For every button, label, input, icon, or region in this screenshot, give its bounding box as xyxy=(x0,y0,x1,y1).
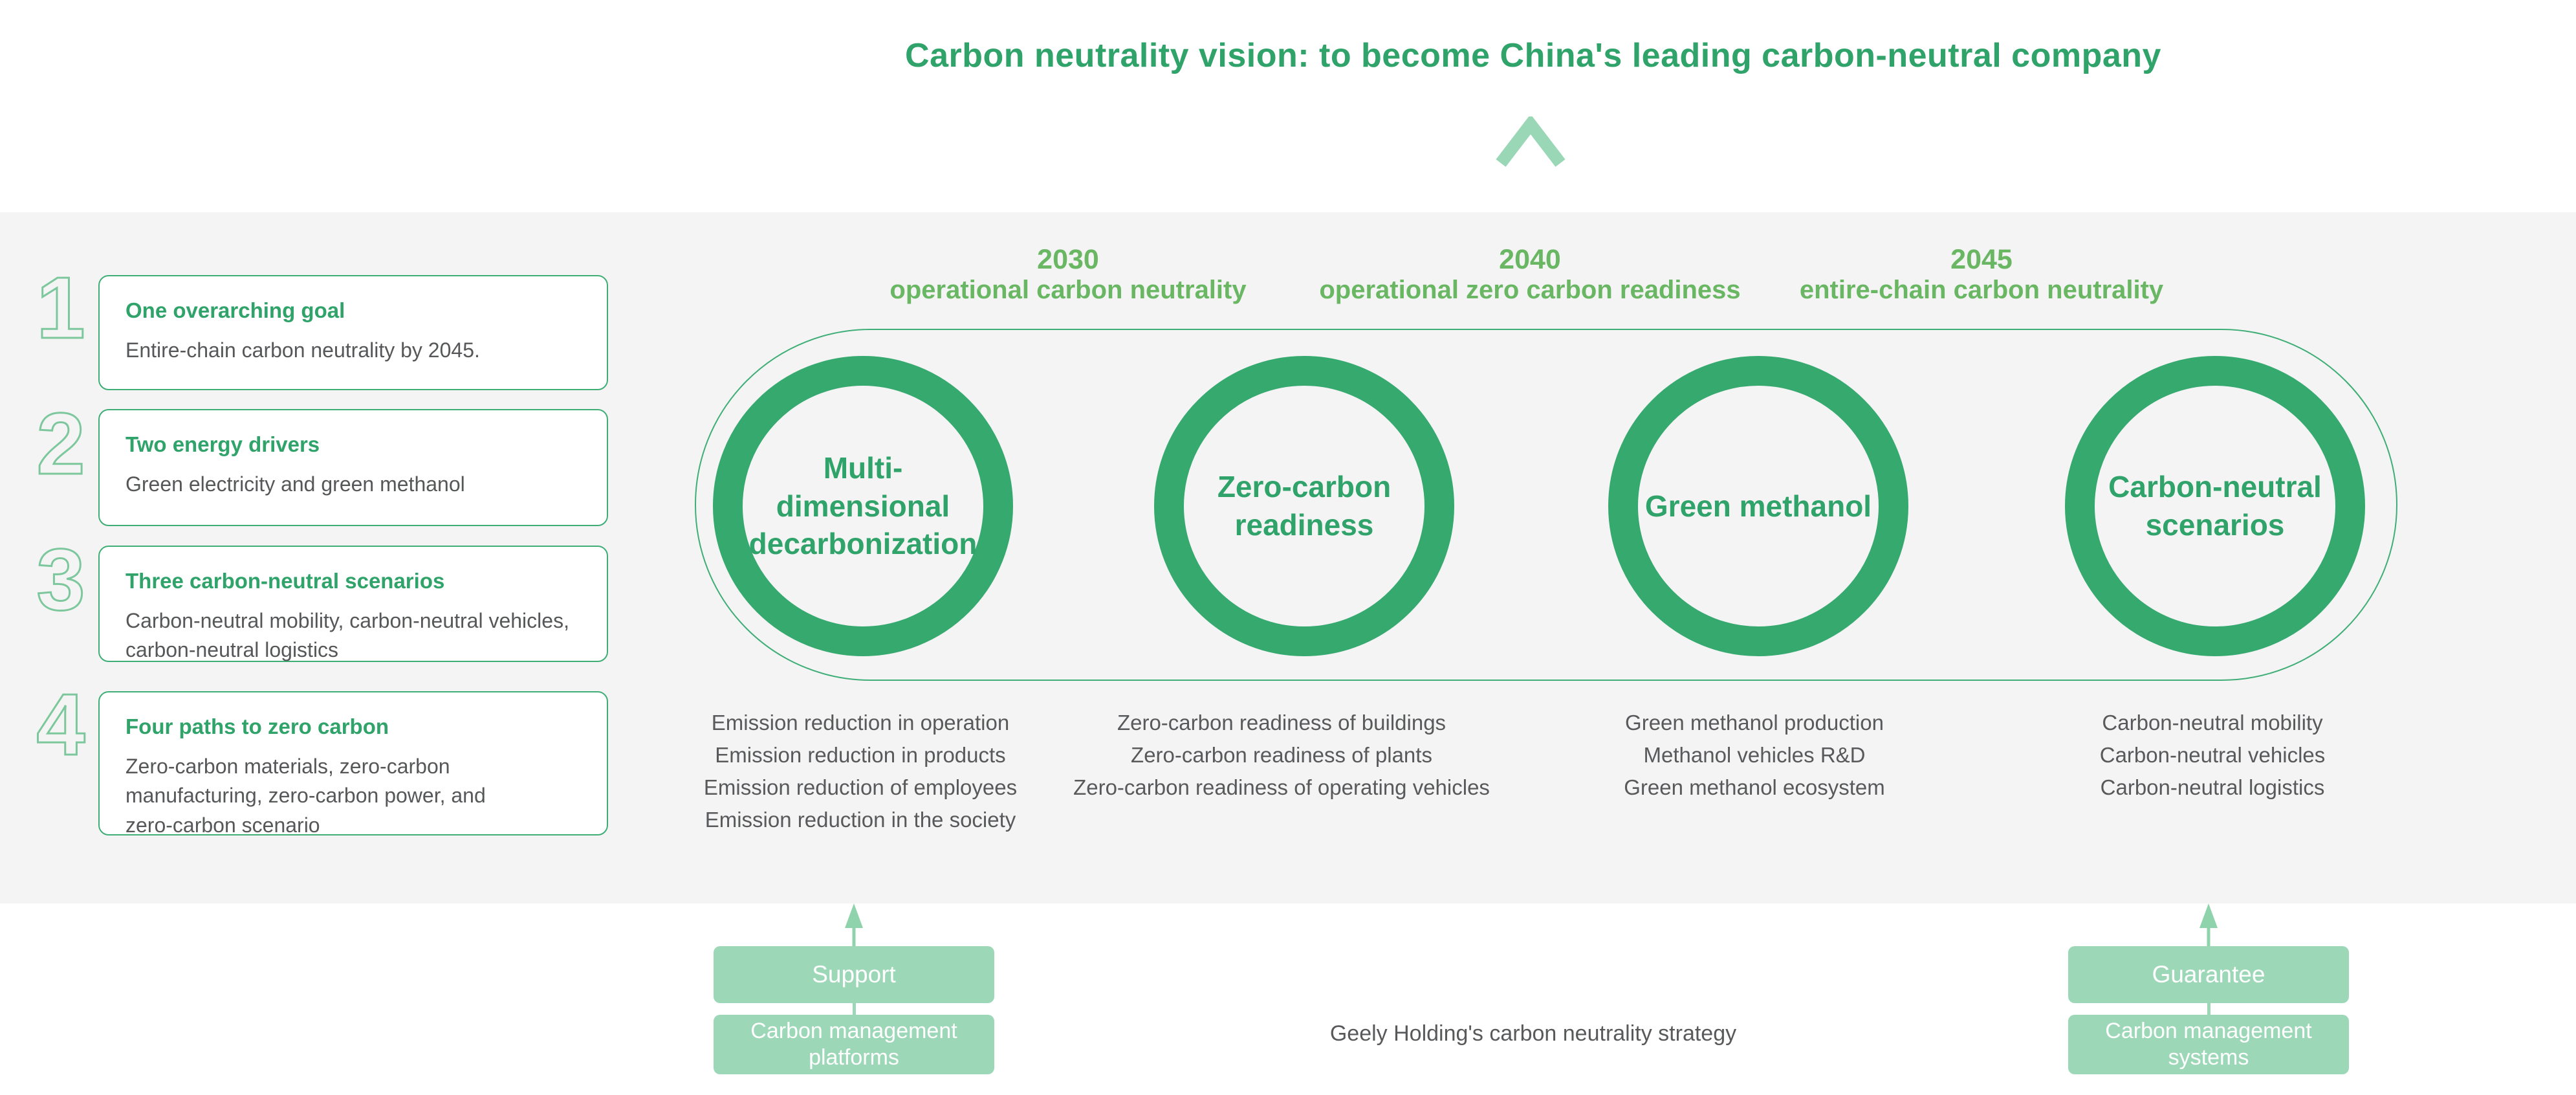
phase-list-methanol: Green methanol production Methanol vehic… xyxy=(1463,707,2046,804)
milestone-label: operational zero carbon readiness xyxy=(1319,276,1741,305)
list-item: Emission reduction of employees xyxy=(703,775,1018,799)
circle-label: Carbon-neutral scenarios xyxy=(2108,470,2322,542)
milestone-year: 2040 xyxy=(1499,244,1561,275)
scenarios-card: Three carbon-neutral scenarios Carbon-ne… xyxy=(98,546,608,662)
circle-label: Zero-carbon readiness xyxy=(1217,470,1392,542)
phase-circle-decarbonization: Multi- dimensional decarbonization xyxy=(713,356,1013,656)
diagram-caption: Geely Holding's carbon neutrality strate… xyxy=(1329,1021,1737,1046)
card-heading: Three carbon-neutral scenarios xyxy=(126,569,445,593)
carbon-management-platforms-box: Carbon management platforms xyxy=(714,1015,994,1074)
card-body: Carbon-neutral mobility, carbon-neutral … xyxy=(126,609,569,662)
list-item: Carbon-neutral logistics xyxy=(2100,775,2325,799)
milestone-label: operational carbon neutrality xyxy=(890,276,1247,305)
card-heading: Four paths to zero carbon xyxy=(126,714,389,738)
paths-card: Four paths to zero carbon Zero-carbon ma… xyxy=(98,691,608,837)
list-item: Zero-carbon readiness of buildings xyxy=(1117,711,1446,735)
card-body: Green electricity and green methanol xyxy=(126,472,465,496)
list-item: Zero-carbon readiness of operating vehic… xyxy=(1073,775,1490,799)
step-number-2: 2 xyxy=(36,395,86,492)
circle-label: Multi- dimensional decarbonization xyxy=(748,450,977,561)
list-item: Zero-carbon readiness of plants xyxy=(1131,743,1432,767)
list-item: Emission reduction in operation xyxy=(711,711,1010,735)
connector-line xyxy=(2207,1003,2210,1015)
step-number-1: 1 xyxy=(36,259,86,357)
phase-list-readiness: Zero-carbon readiness of buildings Zero-… xyxy=(990,707,1573,804)
support-box: Support xyxy=(714,946,994,1003)
carbon-management-systems-box: Carbon management systems xyxy=(2068,1015,2349,1074)
phase-circle-readiness: Zero-carbon readiness xyxy=(1154,356,1454,656)
up-arrow-icon xyxy=(845,903,863,946)
chevron-up-icon xyxy=(1496,116,1566,167)
phase-circle-scenarios: Carbon-neutral scenarios xyxy=(2065,356,2365,656)
milestone-year: 2045 xyxy=(1950,244,2013,275)
milestone-2030: 2030 operational carbon neutrality xyxy=(777,244,1359,305)
milestone-2040: 2040 operational zero carbon readiness xyxy=(1239,244,1821,305)
milestone-year: 2030 xyxy=(1037,244,1099,275)
circle-label: Green methanol xyxy=(1644,489,1872,523)
list-item: Emission reduction in products xyxy=(715,743,1006,767)
step-number-3: 3 xyxy=(36,531,86,628)
phases-capsule-outline xyxy=(695,329,2397,681)
card-body: Entire-chain carbon neutrality by 2045. xyxy=(126,338,480,362)
list-item: Emission reduction in the society xyxy=(704,808,1016,832)
energy-drivers-card: Two energy drivers Green electricity and… xyxy=(98,409,608,526)
list-item: Green methanol production xyxy=(1625,711,1884,735)
card-heading: Two energy drivers xyxy=(126,432,320,456)
step-number-4: 4 xyxy=(36,676,86,773)
list-item: Carbon-neutral vehicles xyxy=(2099,743,2326,767)
guarantee-box: Guarantee xyxy=(2068,946,2349,1003)
list-item: Green methanol ecosystem xyxy=(1624,775,1885,799)
phase-list-decarbonization: Emission reduction in operation Emission… xyxy=(569,707,1152,836)
page-title: Carbon neutrality vision: to become Chin… xyxy=(905,37,2161,74)
connector-line xyxy=(853,1003,856,1015)
card-body: Zero-carbon materials, zero-carbon manuf… xyxy=(126,755,486,837)
card-heading: One overarching goal xyxy=(126,298,345,322)
goal-card: One overarching goal Entire-chain carbon… xyxy=(98,275,608,390)
list-item: Carbon-neutral mobility xyxy=(2102,711,2323,735)
milestone-2045: 2045 entire-chain carbon neutrality xyxy=(1690,244,2273,305)
phase-list-scenarios: Carbon-neutral mobility Carbon-neutral v… xyxy=(1921,707,2504,804)
up-arrow-icon xyxy=(2199,903,2218,946)
milestone-label: entire-chain carbon neutrality xyxy=(1799,276,2164,305)
phase-circle-methanol: Green methanol xyxy=(1608,356,1908,656)
list-item: Methanol vehicles R&D xyxy=(1643,743,1866,767)
